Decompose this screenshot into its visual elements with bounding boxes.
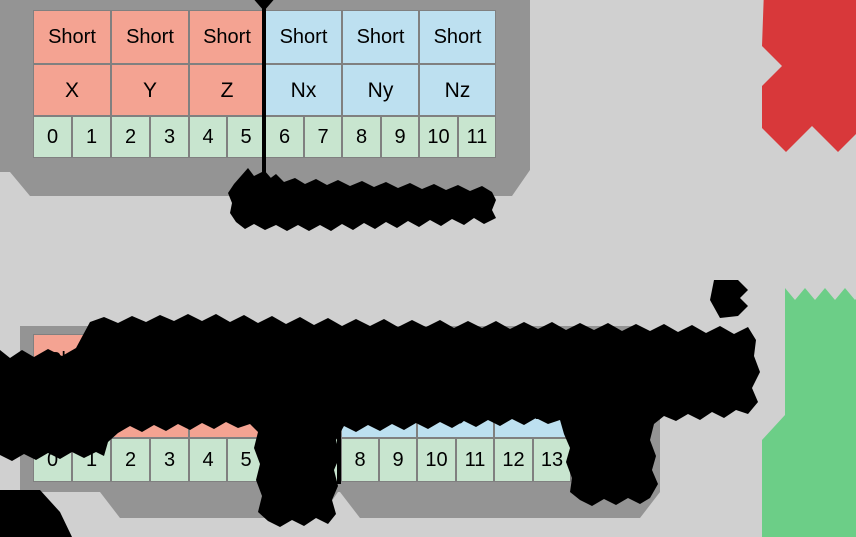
top-component-cell-z: Z xyxy=(189,64,265,116)
table-top-layout: Short Short Short Short Short Short X Y … xyxy=(0,0,530,200)
br-byte-cell-pad: 14 xyxy=(571,438,609,482)
br-component-cell-nx: Nx xyxy=(341,386,417,438)
br-byte-cell: 11 xyxy=(456,438,494,482)
top-byte-cell: 11 xyxy=(458,116,496,158)
top-byte-cell: 10 xyxy=(419,116,458,158)
br-byte-cell: 12 xyxy=(494,438,533,482)
top-byte-cell: 9 xyxy=(381,116,419,158)
top-component-cell-y: Y xyxy=(111,64,189,116)
green-decorative-shape xyxy=(762,288,856,537)
br-type-cell-nx: Short xyxy=(341,334,417,386)
top-byte-cell: 5 xyxy=(227,116,265,158)
top-type-cell-x: Short xyxy=(33,10,111,64)
top-component-cell-nz: Nz xyxy=(419,64,496,116)
br-byte-cell: 10 xyxy=(417,438,456,482)
top-byte-cell: 4 xyxy=(189,116,227,158)
br-component-cell-nz: Nz xyxy=(494,386,571,438)
top-byte-cell: 6 xyxy=(265,116,304,158)
top-divider-arrow-bottom xyxy=(251,170,277,185)
top-byte-cell: 8 xyxy=(342,116,381,158)
top-byte-cell: 1 xyxy=(72,116,111,158)
top-byte-cell: 3 xyxy=(150,116,189,158)
br-byte-cell: 13 xyxy=(533,438,571,482)
top-byte-cell: 0 xyxy=(33,116,72,158)
br-byte-cell-pad: 15 xyxy=(609,438,647,482)
top-component-cell-ny: Ny xyxy=(342,64,419,116)
top-type-cell-z: Short xyxy=(189,10,265,64)
top-type-cell-y: Short xyxy=(111,10,189,64)
br-component-cell-ny: Ny xyxy=(417,386,494,438)
br-type-cell-ny: Short xyxy=(417,334,494,386)
table-bottom-right-layout: Short Short Short Nx Ny Nz 8 9 10 11 12 … xyxy=(0,320,660,530)
top-type-cell-nx: Short xyxy=(265,10,342,64)
top-component-cell-x: X xyxy=(33,64,111,116)
red-decorative-shape xyxy=(762,0,856,152)
br-byte-cell: 9 xyxy=(379,438,417,482)
top-byte-boundary-divider xyxy=(262,0,266,185)
top-byte-cell: 7 xyxy=(304,116,342,158)
bottom-byte-boundary-divider xyxy=(337,334,341,484)
top-byte-cell: 2 xyxy=(111,116,150,158)
top-type-cell-ny: Short xyxy=(342,10,419,64)
br-type-cell-nz: Short xyxy=(494,334,571,386)
top-component-cell-nx: Nx xyxy=(265,64,342,116)
br-byte-cell: 8 xyxy=(341,438,379,482)
top-type-cell-nz: Short xyxy=(419,10,496,64)
top-divider-arrow-top xyxy=(251,0,277,11)
